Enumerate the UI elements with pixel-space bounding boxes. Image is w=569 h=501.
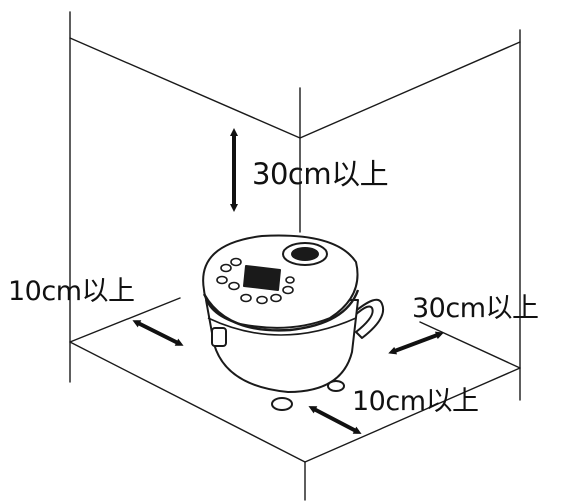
cooker-body-seam (207, 317, 357, 336)
button-6 (256, 295, 268, 305)
floor-front-right-edge (304, 367, 521, 463)
clearance-arrows (132, 128, 444, 434)
side-emblem (211, 327, 227, 347)
button-1 (220, 263, 232, 273)
lid-rim (202, 289, 360, 332)
button-5 (240, 293, 252, 303)
carry-handle (349, 298, 384, 339)
right-clearance-label: 30cm以上 (412, 293, 539, 324)
arrow-left (132, 320, 184, 346)
steam-vent-inner (291, 247, 319, 261)
floor-front-left-edge (69, 341, 306, 463)
room-outline (69, 11, 521, 501)
back-left-wall-top-edge (69, 37, 301, 139)
floor-right-edge (419, 321, 521, 369)
control-buttons (216, 257, 295, 305)
arrow-front (308, 406, 362, 434)
rice-cooker (202, 234, 384, 411)
button-4 (228, 281, 240, 291)
top-clearance-label: 30cm以上 (252, 157, 389, 191)
front-clearance-label: 10cm以上 (352, 386, 479, 417)
button-3 (216, 275, 228, 285)
button-8 (282, 285, 294, 295)
button-7 (270, 293, 282, 303)
right-foot (327, 380, 345, 392)
floor-left-edge (69, 297, 181, 343)
control-display (243, 265, 281, 291)
back-right-wall-top-edge (299, 41, 521, 139)
left-clearance-label: 10cm以上 (8, 276, 135, 307)
button-2 (230, 257, 242, 267)
front-foot (271, 397, 293, 411)
arrow-right (388, 331, 444, 355)
button-9 (285, 276, 295, 284)
